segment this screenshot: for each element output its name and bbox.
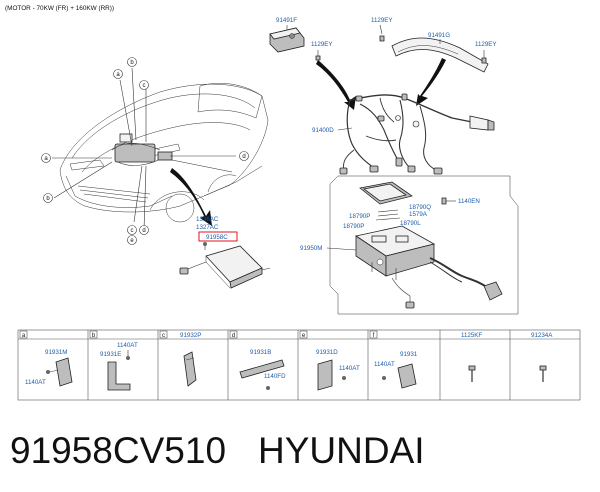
svg-text:1140AT: 1140AT (374, 361, 395, 368)
part-label: 1129EY (311, 41, 333, 48)
table-cell-b: 1140AT 91931E (100, 342, 138, 391)
svg-text:b: b (92, 333, 96, 339)
callout-circle: c (127, 225, 137, 235)
svg-text:c: c (162, 333, 165, 339)
part-label: 18790L (400, 220, 421, 227)
svg-text:91931: 91931 (400, 351, 418, 358)
part-label: 1579A (409, 211, 428, 218)
connector-assembly: 91491F 1129EY 1129EY 91491G 1129EY (269, 17, 497, 73)
callout-circle: b (127, 57, 137, 67)
svg-text:a: a (116, 72, 120, 78)
table-header: a b c 91932P d e f 1125KF 91234A (19, 330, 553, 339)
table-cell-a: 91931M 1140AT (25, 349, 73, 387)
parts-table: a b c 91932P d e f 1125KF 91234A 91931M … (17, 329, 581, 401)
header-note: (MOTOR - 70KW (FR) + 160KW (RR)) (5, 5, 114, 12)
part-label: 91950M (300, 245, 322, 252)
part-label: 1140EN (458, 198, 480, 205)
part-label: 18790P (349, 213, 370, 220)
part-label: 1129EY (475, 41, 497, 48)
car-callouts: a b c d a b c d e (41, 57, 249, 245)
svg-text:91931B: 91931B (250, 349, 271, 356)
svg-text:b: b (46, 196, 50, 202)
part-label: 91400D (312, 127, 334, 134)
part-label: 91491G (428, 32, 450, 39)
callout-circle: d (139, 225, 149, 235)
table-cell-e: 91931D 1140AT (316, 349, 360, 391)
svg-text:b: b (130, 60, 134, 66)
part-label: 1336AC (196, 216, 219, 223)
table-cell-f: 1140AT 91931 (374, 351, 418, 389)
svg-text:c: c (131, 228, 134, 234)
svg-text:d: d (232, 333, 235, 339)
table-cell-1125kf (468, 365, 476, 382)
table-cell-c (183, 351, 197, 387)
part-label: 18790P (343, 223, 364, 230)
svg-text:1140FD: 1140FD (264, 373, 286, 380)
svg-text:1125KF: 1125KF (461, 332, 482, 339)
part-label: 91491F (276, 17, 297, 24)
svg-text:e: e (302, 333, 306, 339)
callout-circle: b (43, 193, 53, 203)
wiring-harness: 91400D (312, 58, 495, 175)
caption: 91958CV510 HYUNDAI (10, 428, 425, 474)
svg-text:1140AT: 1140AT (117, 342, 138, 349)
callout-circle: a (41, 153, 51, 163)
ecu-box-assembly: 18790Q 1579A 18790L 18790P 18790P 1140EN… (300, 175, 519, 315)
table-cell-91234a (539, 365, 547, 382)
sub-part-91958c: 1336AC 1327AC 91958C (179, 216, 271, 289)
part-label: 1129EY (371, 17, 393, 24)
callout-circle: a (113, 69, 123, 79)
svg-text:d: d (242, 154, 245, 160)
highlight-box (198, 231, 238, 242)
part-number: 91958CV510 (10, 430, 227, 471)
svg-text:c: c (143, 83, 146, 89)
car-illustration (52, 67, 269, 231)
svg-text:a: a (44, 156, 48, 162)
svg-text:91931E: 91931E (100, 351, 121, 358)
brand-name: HYUNDAI (258, 430, 425, 471)
part-label: 1327AC (196, 224, 219, 231)
part-label-highlighted: 91958C (206, 234, 228, 241)
svg-text:e: e (130, 238, 134, 244)
svg-text:91234A: 91234A (531, 332, 553, 339)
svg-text:1140AT: 1140AT (339, 365, 360, 372)
callout-circle: c (139, 80, 149, 90)
table-cell-d: 91931B 1140FD (239, 349, 286, 390)
callout-circle: d (239, 151, 249, 161)
part-label: 18790Q (409, 204, 431, 211)
svg-text:1140AT: 1140AT (25, 379, 46, 386)
svg-text:91931M: 91931M (45, 349, 67, 356)
callout-circle: e (127, 235, 137, 245)
svg-text:d: d (142, 228, 145, 234)
svg-text:91931D: 91931D (316, 349, 338, 356)
svg-text:91932P: 91932P (180, 332, 201, 339)
svg-text:f: f (373, 333, 375, 339)
svg-text:a: a (22, 333, 26, 339)
